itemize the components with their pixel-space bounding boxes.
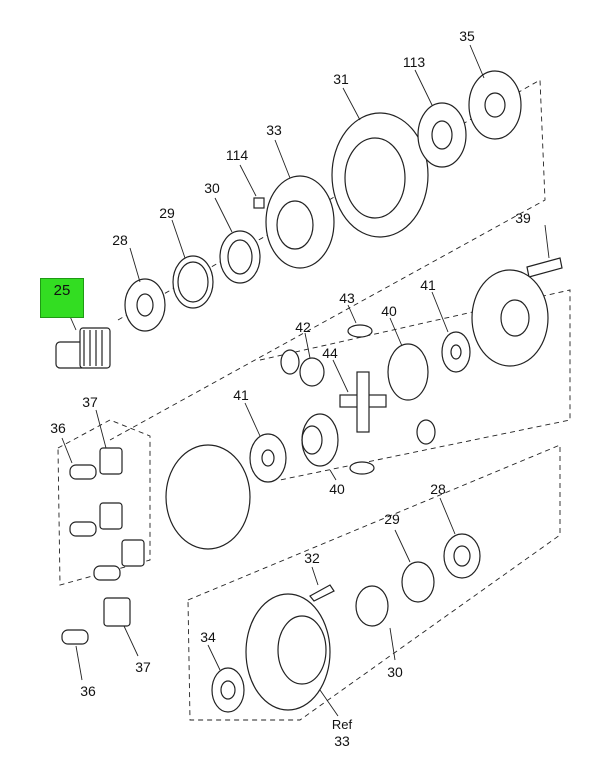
part-31-ring-gear <box>331 112 429 238</box>
lower-pinion-washer <box>349 461 375 475</box>
callout-33[interactable]: 33 <box>266 122 282 138</box>
part-114-bolt <box>253 197 265 209</box>
callout-30[interactable]: 30 <box>204 180 220 196</box>
part-44-spider <box>339 371 387 433</box>
part-30-cone <box>219 230 261 284</box>
part-40-side-gear-lower <box>301 413 339 467</box>
callout-29[interactable]: 29 <box>159 205 175 221</box>
callout-25[interactable]: 25 <box>40 278 84 318</box>
callout-37[interactable]: 37 <box>82 394 98 410</box>
part-41-washer <box>441 331 471 373</box>
callout-35[interactable]: 35 <box>459 28 475 44</box>
part-29-cup-lower <box>401 561 435 603</box>
part-42-pinion <box>299 357 325 387</box>
callout-40-lower[interactable]: 40 <box>329 481 345 497</box>
part-25-shaft <box>55 327 111 369</box>
part-35-plate <box>468 70 522 140</box>
part-34-washer <box>211 667 245 713</box>
part-39-bolt <box>526 257 563 278</box>
callout-28-lower[interactable]: 28 <box>430 481 446 497</box>
left-group-outline <box>57 419 151 586</box>
callout-34[interactable]: 34 <box>200 629 216 645</box>
callout-44[interactable]: 44 <box>322 345 338 361</box>
callout-43[interactable]: 43 <box>339 290 355 306</box>
callout-40[interactable]: 40 <box>381 303 397 319</box>
callout-41[interactable]: 41 <box>420 277 436 293</box>
callout-42[interactable]: 42 <box>295 319 311 335</box>
right-pinion-washer <box>416 419 436 445</box>
part-42-washer <box>280 349 300 375</box>
callout-36[interactable]: 36 <box>50 420 66 436</box>
callout-33-ref[interactable]: 33 <box>334 733 350 749</box>
callout-30-lower[interactable]: 30 <box>387 664 403 680</box>
pinion-pins-group <box>61 447 145 645</box>
callout-39[interactable]: 39 <box>515 210 531 226</box>
callout-113[interactable]: 113 <box>402 54 426 70</box>
part-28-bearing <box>124 278 166 332</box>
callout-ref-label: Ref <box>331 717 353 732</box>
part-40-side-gear <box>387 343 429 401</box>
part-28-bearing-lower <box>443 533 481 579</box>
part-29-cup <box>172 255 214 309</box>
part-41-washer-lower <box>249 433 287 483</box>
callout-41-lower[interactable]: 41 <box>233 387 249 403</box>
part-41-case-upper <box>471 269 549 367</box>
callout-32[interactable]: 32 <box>304 550 320 566</box>
part-43-washer <box>347 324 373 338</box>
callout-31[interactable]: 31 <box>333 71 349 87</box>
callout-114[interactable]: 114 <box>225 147 249 163</box>
upper-group-outline <box>109 79 546 441</box>
middle-group-outline <box>259 289 571 481</box>
part-33-case <box>265 175 335 269</box>
lower-group-outline <box>187 444 561 721</box>
callout-29-lower[interactable]: 29 <box>384 511 400 527</box>
callout-28[interactable]: 28 <box>112 232 128 248</box>
part-32-bolt <box>309 584 335 602</box>
part-41-case-lower <box>165 444 251 550</box>
part-33-case-lower <box>245 593 331 711</box>
part-113-washer <box>417 102 467 168</box>
callout-37-lower[interactable]: 37 <box>135 659 151 675</box>
callout-36-lower[interactable]: 36 <box>80 683 96 699</box>
part-30-cone-lower <box>355 585 389 627</box>
